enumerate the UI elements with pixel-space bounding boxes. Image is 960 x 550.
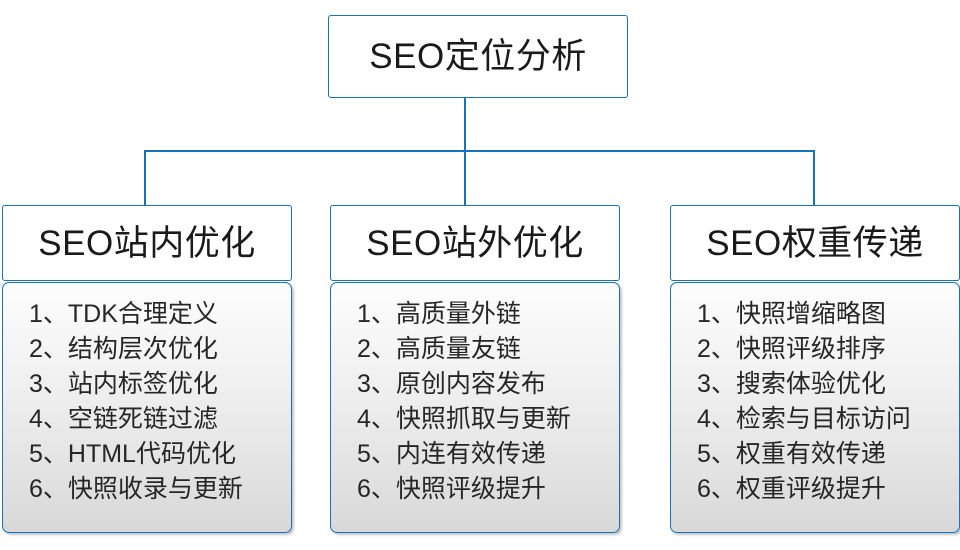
list-item: 2、结构层次优化: [29, 335, 218, 363]
list-item: 5、HTML代码优化: [29, 440, 236, 468]
list-item: 1、高质量外链: [357, 300, 521, 328]
list-item: 2、快照评级排序: [697, 335, 886, 363]
connector-drop-branch-3: [813, 150, 815, 206]
list-item: 5、权重有效传递: [697, 440, 886, 468]
branch-column-3: SEO权重传递 1、快照增缩略图 2、快照评级排序 3、搜索体验优化 4、检索与…: [670, 205, 960, 533]
list-item: 1、快照增缩略图: [697, 300, 886, 328]
list-item: 4、快照抓取与更新: [357, 405, 571, 433]
connector-drop-branch-1: [144, 150, 146, 206]
branch-item-list-1: 1、TDK合理定义 2、结构层次优化 3、站内标签优化 4、空链死链过滤 5、H…: [29, 297, 291, 507]
list-item: 5、内连有效传递: [357, 440, 546, 468]
list-item: 3、原创内容发布: [357, 370, 546, 398]
root-node-label: SEO定位分析: [369, 37, 587, 76]
branch-header-1: SEO站内优化: [2, 205, 292, 281]
root-node: SEO定位分析: [328, 15, 628, 98]
list-item: 1、TDK合理定义: [29, 300, 218, 328]
list-item: 3、搜索体验优化: [697, 370, 886, 398]
connector-horizontal-bar: [144, 150, 815, 152]
branch-header-label-1: SEO站内优化: [38, 223, 256, 263]
list-item: 4、空链死链过滤: [29, 405, 218, 433]
list-item: 4、检索与目标访问: [697, 405, 911, 433]
branch-column-1: SEO站内优化 1、TDK合理定义 2、结构层次优化 3、站内标签优化 4、空链…: [2, 205, 292, 533]
branch-item-list-3: 1、快照增缩略图 2、快照评级排序 3、搜索体验优化 4、检索与目标访问 5、权…: [697, 297, 959, 507]
branch-header-label-2: SEO站外优化: [366, 223, 584, 263]
branch-body-1: 1、TDK合理定义 2、结构层次优化 3、站内标签优化 4、空链死链过滤 5、H…: [2, 282, 292, 533]
list-item: 6、快照收录与更新: [29, 475, 243, 503]
list-item: 2、高质量友链: [357, 335, 521, 363]
branch-header-label-3: SEO权重传递: [706, 223, 924, 263]
list-item: 3、站内标签优化: [29, 370, 218, 398]
list-item: 6、权重评级提升: [697, 475, 886, 503]
branch-body-2: 1、高质量外链 2、高质量友链 3、原创内容发布 4、快照抓取与更新 5、内连有…: [330, 282, 620, 533]
connector-root-trunk: [464, 98, 466, 151]
branch-header-2: SEO站外优化: [330, 205, 620, 281]
branch-item-list-2: 1、高质量外链 2、高质量友链 3、原创内容发布 4、快照抓取与更新 5、内连有…: [357, 297, 619, 507]
branch-body-3: 1、快照增缩略图 2、快照评级排序 3、搜索体验优化 4、检索与目标访问 5、权…: [670, 282, 960, 533]
connector-drop-branch-2: [464, 150, 466, 206]
branch-header-3: SEO权重传递: [670, 205, 960, 281]
branch-column-2: SEO站外优化 1、高质量外链 2、高质量友链 3、原创内容发布 4、快照抓取与…: [330, 205, 620, 533]
list-item: 6、快照评级提升: [357, 475, 546, 503]
